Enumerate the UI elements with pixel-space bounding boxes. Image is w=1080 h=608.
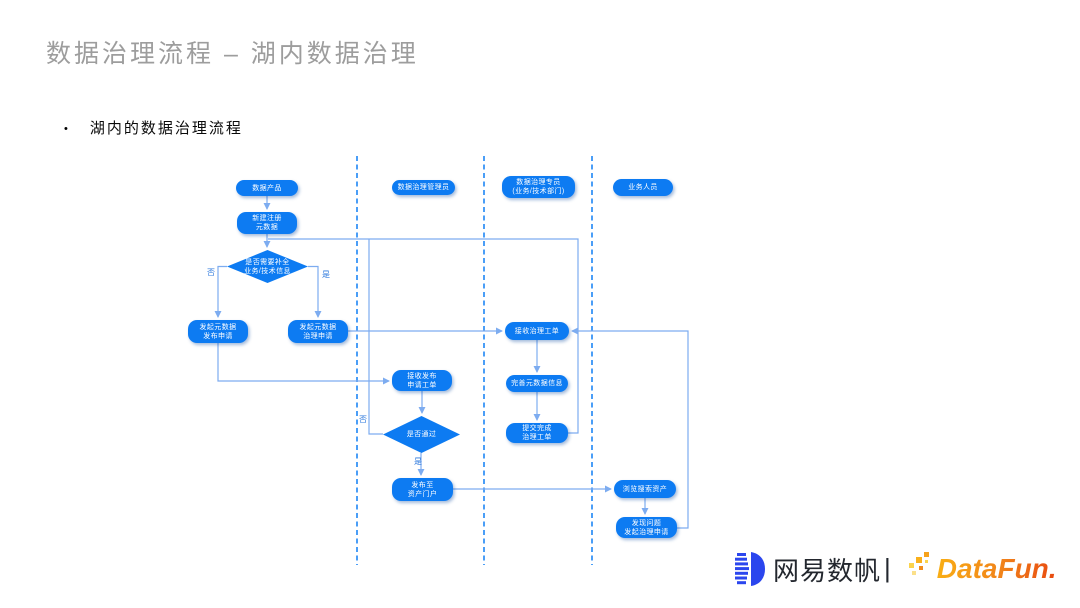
node-initiate-metadata-publish-request: 发起元数据发布申请	[188, 320, 248, 343]
node-receive-governance-ticket: 接收治理工单	[505, 322, 569, 340]
node-initiate-metadata-governance-request: 发起元数据治理申请	[288, 320, 348, 343]
node-label: 浏览搜索资产	[622, 485, 668, 493]
node-publish-to-asset-portal: 发布至资产门户	[392, 478, 453, 501]
node-label: 发现问题	[631, 519, 662, 527]
lane-header-governance-admin: 数据治理管理员	[392, 180, 455, 195]
edge-label-yes-approved: 是	[414, 457, 422, 466]
bullet-icon: •	[64, 123, 68, 135]
node-label: 完善元数据信息	[511, 380, 563, 387]
bullet-text: 湖内的数据治理流程	[89, 120, 243, 137]
datafun-mosaic-square	[908, 563, 914, 568]
node-label: 治理工单	[522, 434, 552, 441]
logo-divider-bar: |	[884, 552, 891, 583]
footer-logos: 网易数帆 | DataFun.	[735, 549, 1057, 589]
node-label: 发起元数据	[199, 323, 237, 331]
decision-need-complete-info: 是否需要补全业务/技术信息	[227, 250, 308, 283]
node-label: 数据治理专员	[516, 179, 561, 186]
node-improve-metadata-info: 完善元数据信息	[506, 375, 568, 392]
connector	[214, 265, 227, 318]
page-title: 数据治理流程 – 湖内数据治理	[46, 40, 419, 68]
datafun-mosaic-square	[911, 571, 916, 575]
connector	[308, 265, 322, 318]
edge-label-no-approved: 否	[359, 415, 367, 424]
netease-shufan-logo-text: 网易数帆	[773, 555, 882, 586]
connector	[217, 343, 390, 385]
lane-header-business-staff: 业务人员	[613, 179, 673, 196]
node-find-issue-initiate-governance-request: 发现问题发起治理申请	[616, 517, 677, 538]
node-submit-completed-governance-ticket: 提交完成治理工单	[506, 423, 568, 443]
datafun-logo: DataFun.	[908, 549, 1057, 589]
node-label: 业务人员	[628, 184, 658, 191]
node-label: 发起治理申请	[624, 528, 669, 536]
node-label: 治理申请	[303, 332, 333, 340]
node-label: 元数据	[255, 224, 279, 231]
node-label: 数据治理管理员	[397, 184, 450, 191]
node-label: 发起元数据	[299, 323, 337, 331]
node-create-register-metadata: 新建注册元数据	[237, 212, 297, 234]
edge-label-no-need-complete: 否	[207, 268, 215, 277]
datafun-mosaic-square	[918, 566, 923, 570]
bullet-row: • 湖内的数据治理流程	[64, 119, 243, 139]
connector-feedback-found-issue	[571, 327, 689, 529]
node-label: 发布申请	[203, 332, 233, 340]
node-label: 是否需要补全	[245, 258, 290, 266]
datafun-mosaic-square	[923, 552, 929, 557]
node-label: 资产门户	[407, 490, 438, 498]
node-label: 接收发布	[407, 372, 437, 380]
node-label: 提交完成	[522, 425, 552, 432]
datafun-logo-text: DataFun.	[936, 553, 1057, 584]
edge-label-yes-need-complete: 是	[322, 270, 330, 279]
node-receive-publish-request-ticket: 接收发布申请工单	[392, 370, 452, 391]
node-browse-search-assets: 浏览搜索资产	[614, 480, 676, 498]
lane-dividers	[356, 156, 593, 565]
node-label: 业务/技术信息	[244, 267, 291, 275]
node-label: 接收治理工单	[514, 327, 560, 335]
netease-shufan-logo-icon	[735, 552, 765, 586]
datafun-mosaic-square	[924, 560, 928, 563]
node-label: (业务/技术部门)	[512, 188, 565, 195]
node-label: 数据产品	[252, 184, 282, 192]
decision-approved: 是否通过	[383, 416, 460, 453]
node-label: 是否通过	[406, 431, 437, 438]
datafun-mosaic-square	[915, 557, 922, 563]
lane-header-governance-specialist: 数据治理专员 (业务/技术部门)	[502, 176, 575, 198]
node-label: 新建注册	[252, 215, 282, 222]
lane-header-data-product: 数据产品	[236, 180, 298, 196]
connectors	[214, 196, 689, 529]
connector-feedback-not-approved	[368, 239, 383, 435]
node-label: 申请工单	[407, 381, 437, 389]
node-label: 发布至	[411, 481, 434, 489]
